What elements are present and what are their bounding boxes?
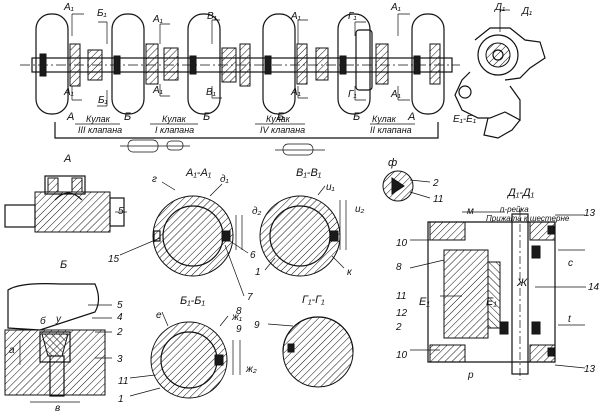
- view-b-y: у: [55, 314, 62, 325]
- cam-i-label: Кулак: [162, 114, 187, 124]
- label-a1-top-4: А₁: [390, 2, 401, 13]
- cam-iii-valve: III клапана: [78, 125, 122, 135]
- b1b1-num-9: 9: [236, 324, 242, 335]
- label-a-shaft-1: А: [66, 111, 74, 123]
- v1v1-num-1: 1: [255, 267, 261, 278]
- section-b1b1: Б₁-Б₁ е ж₁ ж₂ 11 1 8 9: [118, 295, 257, 405]
- section-g1g1: Г₁-Г₁ 9: [254, 294, 354, 388]
- label-a1-bot-1: А₁: [63, 87, 74, 98]
- phi-num-2: 2: [432, 178, 439, 189]
- label-b1-top: Б₁: [97, 8, 107, 19]
- b1b1-zh1: ж₁: [231, 312, 242, 323]
- a1a1-d1: д₁: [220, 174, 229, 185]
- a1a1-title: А₁-А₁: [185, 167, 212, 179]
- view-b-num-3: 3: [117, 354, 123, 365]
- view-a-detail: А 5: [4, 153, 127, 233]
- b1b1-num-1: 1: [118, 394, 124, 405]
- phi-num-11: 11: [433, 194, 443, 205]
- view-a-num-5: 5: [118, 206, 124, 217]
- a1a1-g: г: [152, 174, 157, 185]
- d1d1-num-11: 11: [396, 291, 406, 302]
- phi-label: ф: [388, 157, 397, 169]
- d1d1-reika: п-рейка: [500, 205, 529, 214]
- d1d1-e1-left: Е₁: [419, 296, 430, 308]
- b1b1-zh2: ж₂: [245, 364, 257, 375]
- label-a1-top-2: А₁: [152, 14, 163, 25]
- a1a1-num-7: 7: [247, 292, 253, 303]
- v1v1-u1: u₁: [326, 182, 335, 193]
- d1d1-num-10-top: 10: [396, 238, 408, 249]
- label-a1-bot-3: А₁: [290, 87, 301, 98]
- section-v1v1: В₁-В₁ u₁ u₂ 1 к: [255, 167, 365, 278]
- view-b-v: в: [55, 403, 60, 414]
- label-a1-bot-2: А₁: [152, 85, 163, 96]
- d1d1-title: Д₁-Д₁: [506, 187, 535, 199]
- phi-detail: ф 2 11: [382, 157, 443, 205]
- cam-iv-label: Кулак: [266, 114, 291, 124]
- v1v1-title: В₁-В₁: [296, 167, 322, 179]
- d1d1-num-2: 2: [395, 322, 402, 333]
- d1d1-prizhata: Прижата к шестерне: [486, 214, 570, 223]
- label-e1e1: Е₁-Е₁: [453, 114, 476, 125]
- b1b1-num-11: 11: [118, 376, 128, 387]
- d1d1-e1-right: Е₁: [486, 296, 497, 308]
- label-a-shaft-2: А: [407, 111, 415, 123]
- d1d1-p: р: [467, 370, 474, 381]
- label-g1-top: Г₁: [348, 11, 357, 22]
- v1v1-k: к: [347, 267, 353, 278]
- d1d1-t: t: [568, 314, 572, 325]
- label-b-shaft-1: Б: [124, 111, 131, 123]
- cam-ii-valve: II клапана: [370, 125, 412, 135]
- label-b-shaft-3: Б: [277, 111, 284, 123]
- drive-housing-view: [454, 9, 546, 139]
- view-b-num-2: 2: [116, 327, 123, 338]
- view-b-a: а: [9, 345, 15, 356]
- d1d1-num-13-bot: 13: [584, 364, 596, 375]
- label-d1-top: Д₁: [494, 2, 505, 13]
- label-v1-bot: В₁: [206, 87, 216, 98]
- g1g1-title: Г₁-Г₁: [302, 294, 325, 306]
- label-a1-top-1: А₁: [63, 2, 74, 13]
- d1d1-c: с: [568, 258, 573, 269]
- d1d1-m: м: [467, 206, 474, 217]
- label-b-shaft-4: Б: [353, 111, 360, 123]
- a1a1-d2: д₂: [252, 206, 262, 217]
- b1b1-num-8: 8: [236, 306, 242, 317]
- section-d1d1: Д₁-Д₁ м п-рейка Прижата к шестерне 13 с …: [395, 187, 600, 381]
- section-a1a1: А₁-А₁ г д₁ д₂ 15 6 7: [108, 167, 262, 303]
- view-b-b: б: [40, 315, 46, 327]
- view-b-detail: Б 5 4 2 3 а б у в: [4, 259, 123, 414]
- v1v1-u2: u₂: [355, 204, 365, 215]
- label-b1-bot: Б₁: [98, 95, 108, 106]
- a1a1-num-15: 15: [108, 254, 120, 265]
- d1d1-num-8: 8: [396, 262, 402, 273]
- label-a1-bot-4: А₁: [390, 89, 401, 100]
- a1a1-num-6: 6: [250, 250, 256, 261]
- view-b-num-4: 4: [117, 312, 123, 323]
- label-a1-top-3: А₁: [290, 11, 301, 22]
- d1d1-num-13-top: 13: [584, 208, 596, 219]
- d1d1-num-12: 12: [396, 308, 408, 319]
- b1b1-e: е: [156, 310, 162, 321]
- view-b-num-5: 5: [117, 300, 123, 311]
- label-g1-bot: Г₁: [348, 89, 357, 100]
- camshaft-assembly: [20, 9, 546, 156]
- label-v1-top: В₁: [207, 11, 217, 22]
- cam-iii-label: Кулак: [86, 114, 111, 124]
- view-a-title: А: [63, 153, 71, 165]
- b1b1-title: Б₁-Б₁: [180, 295, 205, 307]
- d1d1-num-14: 14: [588, 282, 600, 293]
- d1d1-zh: Ж: [516, 277, 528, 289]
- g1g1-num-9: 9: [254, 320, 260, 331]
- d1d1-num-10-bot: 10: [396, 350, 408, 361]
- view-b-title: Б: [60, 259, 67, 271]
- cam-i-valve: I клапана: [155, 125, 194, 135]
- cam-iv-valve: IV клапана: [260, 125, 305, 135]
- label-d1-top-2: Д₁: [521, 6, 532, 17]
- cam-ii-label: Кулак: [372, 114, 397, 124]
- label-b-shaft-2: Б: [203, 111, 210, 123]
